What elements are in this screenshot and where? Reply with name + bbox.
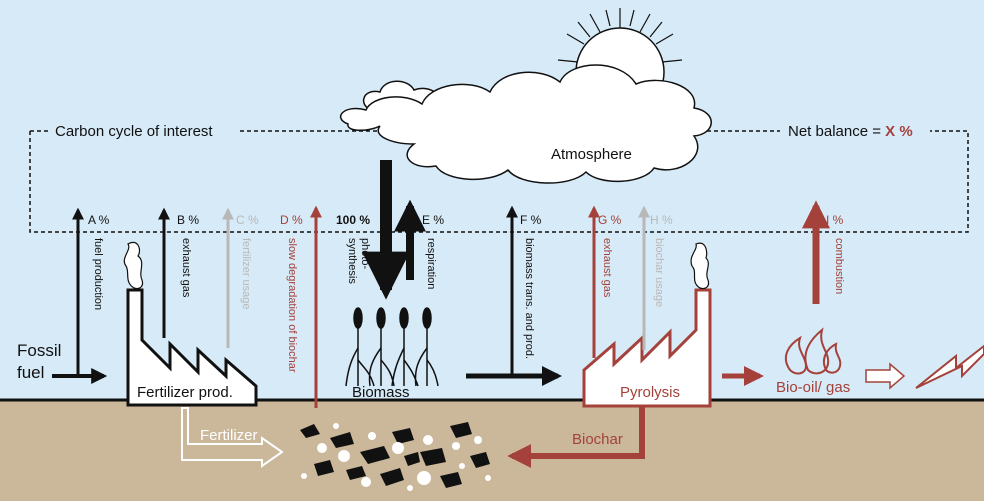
flow-b-desc: exhaust gas <box>180 238 192 298</box>
flow-i-desc: combustion <box>833 238 845 294</box>
flow-c-desc: fertilizer usage <box>240 238 252 310</box>
flame-icon <box>784 327 842 375</box>
biochar-particles-icon <box>300 422 491 491</box>
biochar-arrow <box>507 406 645 468</box>
net-balance-label: Net balance = X % <box>788 123 913 140</box>
flow-b-percent: B % <box>177 213 199 227</box>
flow-g-percent: G % <box>598 213 622 227</box>
atmosphere-label: Atmosphere <box>551 146 632 163</box>
flow-a-desc: fuel production <box>92 238 104 310</box>
fossil-fuel-label-line1: Fossil <box>17 341 61 360</box>
biomass-plant-icon <box>345 307 439 387</box>
energy-hollow-arrow <box>865 362 906 390</box>
lightning-icon <box>915 344 984 389</box>
flow-i-percent: I % <box>826 213 844 227</box>
photosynthesis-percent: 100 % <box>336 213 370 227</box>
fertilizer-smoke-icon <box>123 241 144 290</box>
pyrolysis-smoke-icon <box>690 242 710 290</box>
respiration-desc: respiration <box>425 238 437 289</box>
cycle-of-interest-boundary <box>29 130 969 233</box>
fertilizer-factory-icon <box>123 241 258 407</box>
flow-a-percent: A % <box>88 213 110 227</box>
net-balance-value: X % <box>885 123 913 140</box>
fossil-fuel-label-line2: fuel <box>17 363 44 382</box>
fertilizer-hollow-arrow <box>181 407 284 468</box>
photosynthesis-desc2: synthesis <box>346 238 358 284</box>
flow-d-percent: D % <box>280 213 303 227</box>
flow-f-percent: F % <box>520 213 542 227</box>
biomass-label: Biomass <box>352 384 410 401</box>
respiration-percent: E % <box>422 213 444 227</box>
flow-c-percent: C % <box>236 213 259 227</box>
pyrolysis-label: Pyrolysis <box>620 384 680 401</box>
soil-background <box>0 400 984 501</box>
flow-h-desc: biochar usage <box>653 238 665 307</box>
biochar-label: Biochar <box>572 431 623 448</box>
flow-h-percent: H % <box>650 213 673 227</box>
cycle-of-interest-label: Carbon cycle of interest <box>55 123 213 140</box>
atmosphere-cloud-icon <box>340 64 712 184</box>
fertilizer-prod-label: Fertilizer prod. <box>137 384 233 401</box>
fertilizer-label: Fertilizer <box>200 427 258 444</box>
pyrolysis-factory-icon <box>582 242 712 408</box>
bio-oil-gas-label: Bio-oil/ gas <box>776 379 850 396</box>
flow-g-desc: exhaust gas <box>601 238 613 298</box>
photosynthesis-desc1: photo- <box>359 238 371 270</box>
flow-f-desc: biomass trans. and prod. <box>523 238 535 359</box>
flow-d-desc: slow degradation of biochar <box>286 238 298 373</box>
sky-background <box>0 0 984 400</box>
